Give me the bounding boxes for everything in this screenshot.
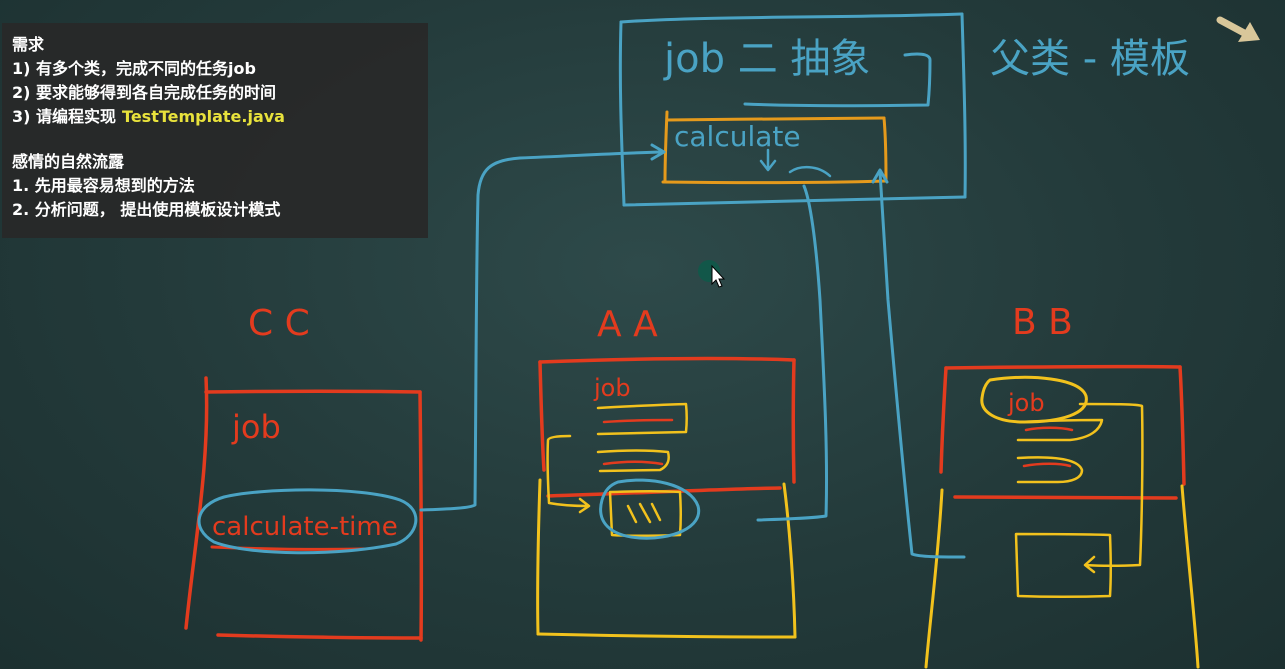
class-c-job-label: job [231,408,281,446]
parent-template-note: 父类 - 模板 [990,36,1190,82]
step-item: 2. 分析问题， 提出使用模板设计模式 [12,200,281,219]
calculate-method-label: calculate [674,120,801,153]
connector-b-to-calculate [871,168,966,559]
class-b-job-label: job [1007,389,1045,417]
filename-highlight: TestTemplate.java [122,107,285,126]
class-a-job-label: job [593,374,631,402]
requirements-subtitle: 感情的自然流露 [12,152,125,171]
abstract-class-box [618,12,967,207]
step-item: 1. 先用最容易想到的方法 [12,176,195,195]
class-c-box [184,376,424,642]
class-a-box [536,356,797,639]
class-b-name: B B [1012,302,1073,343]
requirements-title: 需求 [12,35,45,54]
cursor-icon [698,260,726,288]
class-c-calculate-time-label: calculate-time [212,512,398,542]
requirement-item: 2) 要求能够得到各自完成任务的时间 [12,83,277,102]
class-a-name: A A [597,304,658,345]
class-c-name: C C [248,303,310,344]
requirement-item: 1) 有多个类，完成不同的任务job [12,59,256,78]
arrow-icon [1216,16,1260,42]
connector-a-to-calculate [756,184,829,522]
abstract-class-label: job 二 抽象 [663,36,870,82]
connector-c-to-calculate [419,143,666,512]
requirements-panel: 需求 1) 有多个类，完成不同的任务job 2) 要求能够得到各自完成任务的时间… [2,23,428,238]
class-b-box [924,364,1200,669]
calculate-method-box [661,110,888,185]
